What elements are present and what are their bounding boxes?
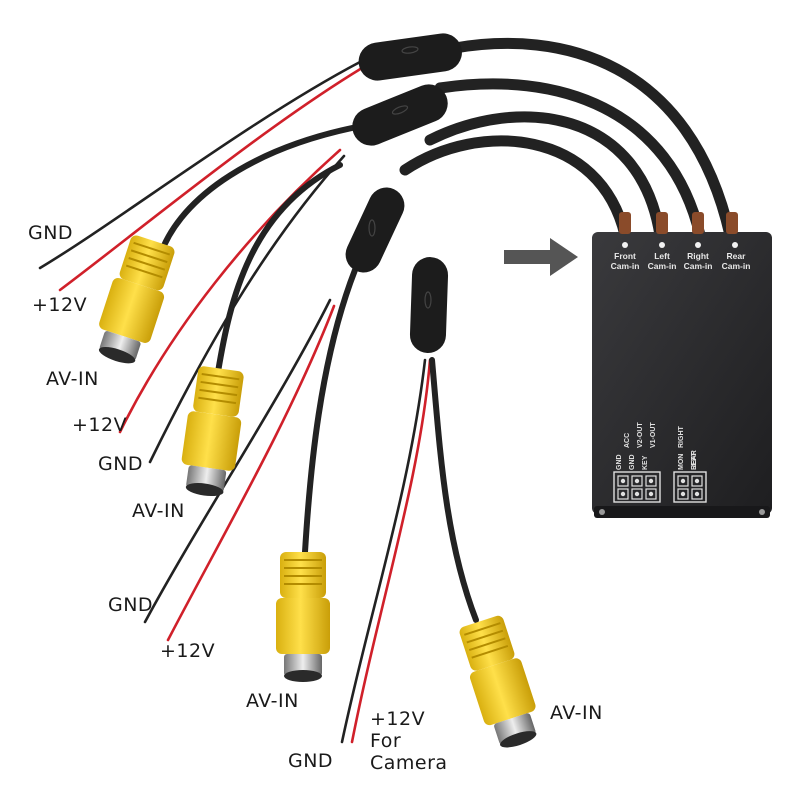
label-gnd-1: GND [28,222,74,244]
pin-label-right: RIGHT [678,426,685,449]
rca-jack-3 [276,552,330,682]
pin-label-acc: ACC [624,433,631,448]
rca-jack-1 [98,235,175,364]
pin-label-v1out: V1-OUT [650,422,657,448]
label-avin-4: AV-IN [550,702,603,724]
port-left-label: Left [654,251,670,261]
pin-header-2 [673,471,707,503]
port-front-label: Front [614,251,636,261]
label-12v-3: +12V [160,640,216,662]
main-cables [399,38,736,241]
rca-jack-2 [181,366,244,497]
label-gnd-2: GND [98,453,144,475]
pin-label-rear: REAR [691,450,698,470]
pin-label-key: KEY [642,455,649,470]
pin-header-1 [613,471,661,503]
label-12v-for-camera: +12V For Camera [370,708,448,774]
label-gnd-3: GND [108,594,154,616]
pin-label-gnd-2: GND [629,454,636,470]
label-avin-2: AV-IN [132,500,185,522]
power-wires [38,60,432,744]
label-12v-4-line2: For [370,730,402,752]
port-left-sub: Cam-in [648,261,677,271]
port-rear-label: Rear [727,251,747,261]
label-12v-1: +12V [32,294,88,316]
pin-label-left: LEFT [691,452,698,470]
port-rear-sub: Cam-in [722,261,751,271]
label-avin-3: AV-IN [246,690,299,712]
label-gnd-4: GND [288,750,334,772]
camera-switch-box: Front Cam-in Left Cam-in Right Cam-in Re… [592,212,772,518]
port-front-sub: Cam-in [611,261,640,271]
label-12v-4-line1: +12V [370,708,426,730]
rca-jack-4 [459,615,537,748]
label-12v-2: +12V [72,414,128,436]
arrow-right-icon [504,238,578,276]
pin-label-gnd-1: GND [616,454,623,470]
label-12v-4-line3: Camera [370,752,448,774]
video-cables [155,125,479,623]
port-right-label: Right [687,251,709,261]
label-avin-1: AV-IN [46,368,99,390]
pin-label-mon: MON [678,454,685,470]
splitter-sleeves [345,33,462,354]
port-right-sub: Cam-in [684,261,713,271]
pin-label-v2out: V2-OUT [637,422,644,448]
